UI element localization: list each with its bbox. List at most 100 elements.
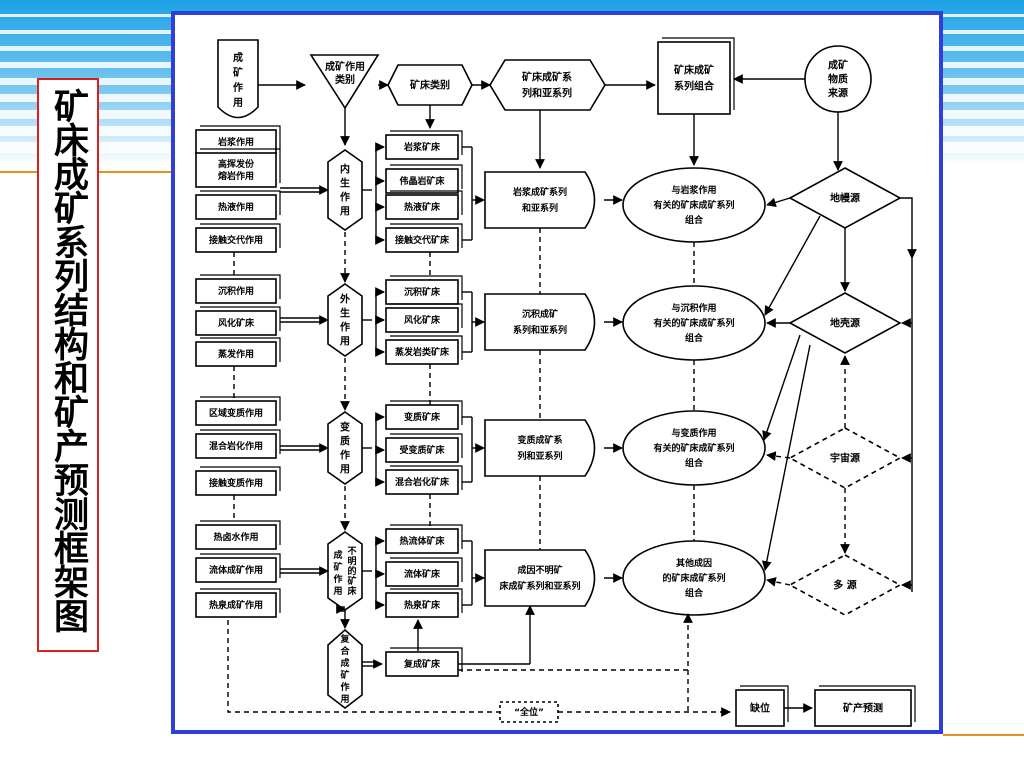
combo-header-box-shadow (662, 37, 735, 110)
combo-header-text: 矿床成矿系列组合 (674, 64, 715, 93)
process-box-0-3 (195, 227, 277, 253)
deposit-label-1-1: 风化矿床 (404, 314, 441, 326)
process-box-3-1 (195, 557, 277, 583)
process-label-1-1: 风化矿床 (218, 317, 255, 329)
process-label-2-1: 混合岩化作用 (209, 440, 263, 452)
deposit-box-0-1 (385, 168, 459, 194)
series-shape-3 (484, 549, 596, 607)
yuce-box-shadow (819, 685, 916, 722)
process-box-3-2-shadow (200, 588, 281, 613)
combo-header-box (657, 41, 731, 115)
deposit-box-1-1-shadow (390, 303, 463, 328)
source-diamond-3 (788, 554, 902, 616)
slide-title: 矿床成矿系列结构和矿产预测框架图 (48, 88, 89, 632)
deposit-label-1-0: 沉积矿床 (404, 286, 441, 298)
process-box-0-0 (195, 129, 277, 155)
process-box-0-2 (195, 194, 277, 220)
src0-to-combo1 (764, 215, 821, 316)
deposit-box-1-2 (385, 339, 459, 365)
compound-deposit-box (385, 651, 459, 677)
category-text-2: 变质作用 (339, 421, 350, 476)
combo-text-1: 与沉积作用有关的矿床成矿系列组合 (653, 302, 734, 344)
source-text-0: 地幔源 (830, 192, 860, 205)
process-box-3-0 (195, 524, 277, 550)
category-text-1: 外生作用 (339, 293, 350, 348)
deposit-box-0-1-shadow (390, 164, 463, 189)
category-text2-3: 不明的矿床 (347, 546, 357, 597)
deposit-box-2-2 (385, 469, 459, 495)
diagram-frame: 成矿作用成矿作用类别矿床类别矿床成矿系列和亚系列矿床成矿系列组合成矿物质来源岩浆… (171, 11, 943, 734)
process-label-0-3: 接触交代作用 (209, 234, 263, 246)
deposit-label-0-2: 热液矿床 (404, 201, 441, 213)
series-text-2: 变质成矿系列和亚系列 (517, 434, 562, 462)
category-hex-0 (327, 149, 363, 231)
deposit-box-2-1 (385, 437, 459, 463)
framework-diagram: 成矿作用成矿作用类别矿床类别矿床成矿系列和亚系列矿床成矿系列组合成矿物质来源岩浆… (195, 37, 917, 727)
yuce-label: 矿产预测 (843, 702, 883, 715)
deposit-box-1-1 (385, 307, 459, 333)
source-diamond-2 (788, 427, 902, 489)
deposit-label-2-0: 变质矿床 (404, 411, 441, 423)
category-text-3: 成矿作用 (332, 549, 342, 597)
process-box-2-0 (195, 400, 277, 426)
quewei-box (735, 689, 785, 727)
process-label-0-0: 岩浆作用 (217, 136, 254, 148)
source-diamond-1 (788, 292, 902, 354)
accent-line-right (943, 734, 1024, 736)
combo-text-3: 其他成因的矿床成矿系列组合 (662, 557, 725, 599)
deposit-box-2-1-shadow (390, 433, 463, 458)
series-shape-0 (484, 171, 596, 229)
process-label-2-0: 区域变质作用 (209, 407, 263, 419)
deposit-box-3-2 (385, 592, 459, 618)
compound-to-combo (458, 613, 693, 671)
process-box-3-0-shadow (200, 520, 281, 545)
deposit-label-0-1: 伟晶岩矿床 (399, 175, 445, 187)
src1-to-combo2 (762, 334, 801, 441)
series-text-3: 成因不明矿床成矿系列和亚系列 (499, 564, 580, 592)
bottom-left-dash (227, 620, 500, 713)
process-box-0-0-shadow (200, 125, 281, 150)
category-hex-1 (327, 283, 363, 357)
series-shape-1 (484, 293, 596, 351)
quanwei-box (499, 701, 559, 723)
right-rail (900, 197, 913, 592)
process-box-3-2 (195, 592, 277, 618)
process-box-0-2-shadow (200, 190, 281, 215)
process-label-0-1: 高挥发份熔岩作用 (218, 158, 255, 182)
deposit-box-2-0 (385, 404, 459, 430)
process-label-3-1: 流体成矿作用 (209, 564, 263, 576)
category-header-text: 成矿作用类别 (325, 60, 365, 86)
process-label-1-2: 蒸发作用 (218, 348, 254, 360)
compound-process-hex (327, 628, 363, 710)
process-box-0-3-shadow (200, 223, 281, 248)
process-header-text: 成矿作用 (232, 51, 243, 109)
process-box-1-2-shadow (200, 337, 281, 362)
process-box-2-1 (195, 433, 277, 459)
deposit-label-0-3: 接触交代矿床 (395, 234, 450, 246)
quewei-label: 缺位 (749, 702, 770, 715)
compound-deposit-label: 复成矿床 (403, 658, 441, 670)
category-text-0: 内生作用 (339, 163, 350, 218)
process-box-0-1-shadow (200, 148, 281, 183)
src2-to-combo2 (766, 451, 791, 461)
process-box-3-1-shadow (200, 553, 281, 578)
deposit-label-3-1: 流体矿床 (404, 568, 441, 580)
deposit-label-2-1: 受变质矿床 (399, 444, 445, 456)
deposit-label-0-0: 岩浆矿床 (403, 141, 441, 153)
slide-title-box: 矿床成矿系列结构和矿产预测框架图 (37, 78, 99, 652)
process-label-3-0: 热卤水作用 (213, 531, 258, 543)
deposit-box-3-1-shadow (390, 557, 463, 582)
source-text-1: 地壳源 (830, 317, 860, 330)
deposit-box-3-0 (385, 528, 459, 554)
combo-text-2: 与变质作用有关的矿床成矿系列组合 (653, 427, 734, 469)
process-box-1-1 (195, 310, 277, 336)
deposit-box-3-1 (385, 561, 459, 587)
process-box-1-1-shadow (200, 306, 281, 331)
process-label-2-2: 接触变质作用 (209, 477, 263, 489)
process-box-1-0 (195, 278, 277, 304)
deposit-label-1-2: 蒸发岩类矿床 (395, 346, 450, 358)
compound-process-text: 复合成矿作用 (339, 633, 350, 705)
src3-to-combo3 (766, 577, 791, 587)
process-label-0-2: 热液作用 (218, 201, 254, 213)
source-text-2: 宇宙源 (830, 452, 860, 465)
